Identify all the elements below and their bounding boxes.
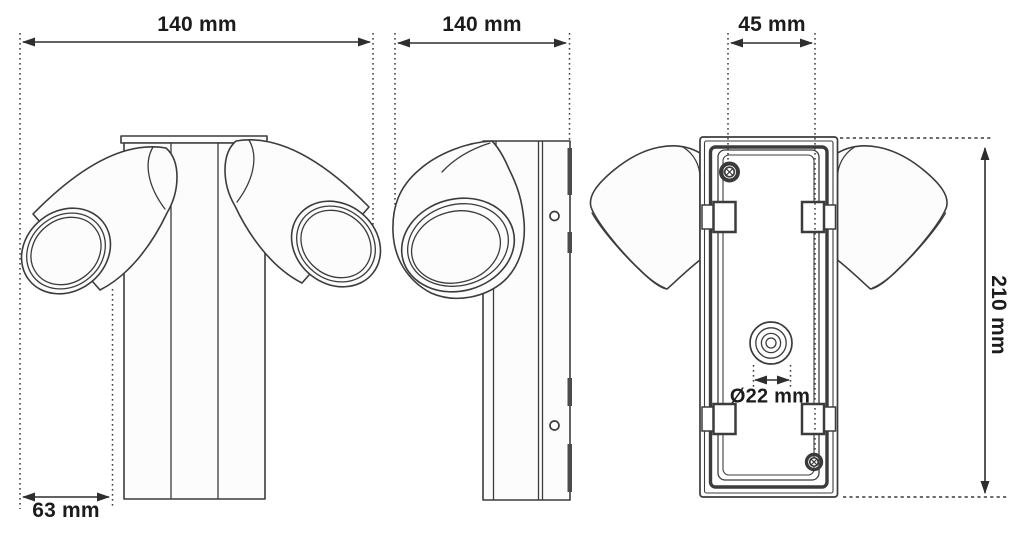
dim-label-hole-diameter: Ø22 mm xyxy=(729,385,811,408)
dim-label-height: 210 mm xyxy=(987,275,1010,355)
back-left-head-wing xyxy=(589,145,701,290)
dim-label-head-offset: 63 mm xyxy=(32,499,100,522)
dim-label-plate-width: 45 mm xyxy=(738,13,806,36)
dimension-lines xyxy=(22,33,1007,502)
dim-label-side-depth: 140 mm xyxy=(442,13,522,36)
dim-label-front-width: 140 mm xyxy=(157,13,237,36)
screw-top-left xyxy=(719,161,740,183)
side-head xyxy=(392,140,526,300)
back-view xyxy=(589,136,948,498)
side-view xyxy=(392,140,572,501)
cable-gland xyxy=(749,321,793,365)
extension-lines-behind xyxy=(19,33,571,509)
back-right-head-wing xyxy=(836,145,948,290)
mounting-plate xyxy=(699,136,839,498)
screw-hole xyxy=(549,420,560,431)
front-view xyxy=(3,135,399,500)
mount-tab xyxy=(567,444,572,492)
mount-tab xyxy=(567,378,572,406)
mount-tab xyxy=(567,232,572,253)
screw-hole xyxy=(549,210,560,222)
mounting-clips xyxy=(701,200,837,436)
mount-tab xyxy=(567,148,572,195)
screw-bottom-right xyxy=(804,452,824,472)
